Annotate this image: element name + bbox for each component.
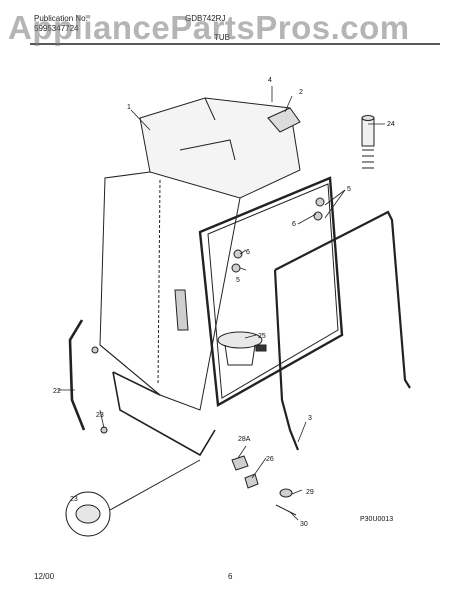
callout-5a: 5 — [347, 186, 351, 193]
callout-25: 25 — [258, 333, 266, 340]
model-number: GDB742RJ — [185, 14, 226, 23]
callout-4: 4 — [268, 77, 272, 84]
door-frame — [198, 176, 344, 407]
tub-body — [99, 97, 301, 411]
hinge-bracket — [267, 107, 301, 133]
side-gasket — [68, 319, 86, 431]
watermark: AppliancePartsPros.com — [8, 9, 410, 46]
callout-23: 23 — [96, 412, 104, 419]
inset-detail — [65, 459, 201, 537]
callout-2: 2 — [299, 89, 303, 96]
callout-30: 30 — [300, 521, 308, 528]
drawing-id: P30U0013 — [360, 516, 393, 523]
callout-22: 22 — [53, 388, 61, 395]
callout-28a: 28A — [238, 436, 251, 443]
publication-number: 5995347724 — [34, 24, 79, 33]
callout-6a: 6 — [292, 221, 296, 228]
publication-label: Publication No. — [34, 14, 88, 23]
section-title: TUB — [214, 33, 230, 42]
callout-26: 26 — [266, 456, 274, 463]
callout-5b: 5 — [236, 277, 240, 284]
callout-6b: 6 — [246, 249, 250, 256]
door-gasket — [273, 210, 411, 451]
footer-date: 12/00 — [34, 572, 55, 581]
base-frame — [112, 371, 216, 457]
callout-24: 24 — [387, 121, 395, 128]
leader-lines — [58, 86, 385, 521]
footer-page-number: 6 — [228, 572, 233, 581]
callout-1: 1 — [127, 104, 131, 111]
callout-23-inset: 23 — [70, 496, 78, 503]
vent-tube — [361, 115, 375, 169]
callout-labels: 1 2 3 4 5 5 6 6 22 23 23 24 25 26 28A 29… — [53, 77, 395, 528]
small-fasteners — [91, 197, 325, 516]
callout-3: 3 — [308, 415, 312, 422]
callout-29: 29 — [306, 489, 314, 496]
